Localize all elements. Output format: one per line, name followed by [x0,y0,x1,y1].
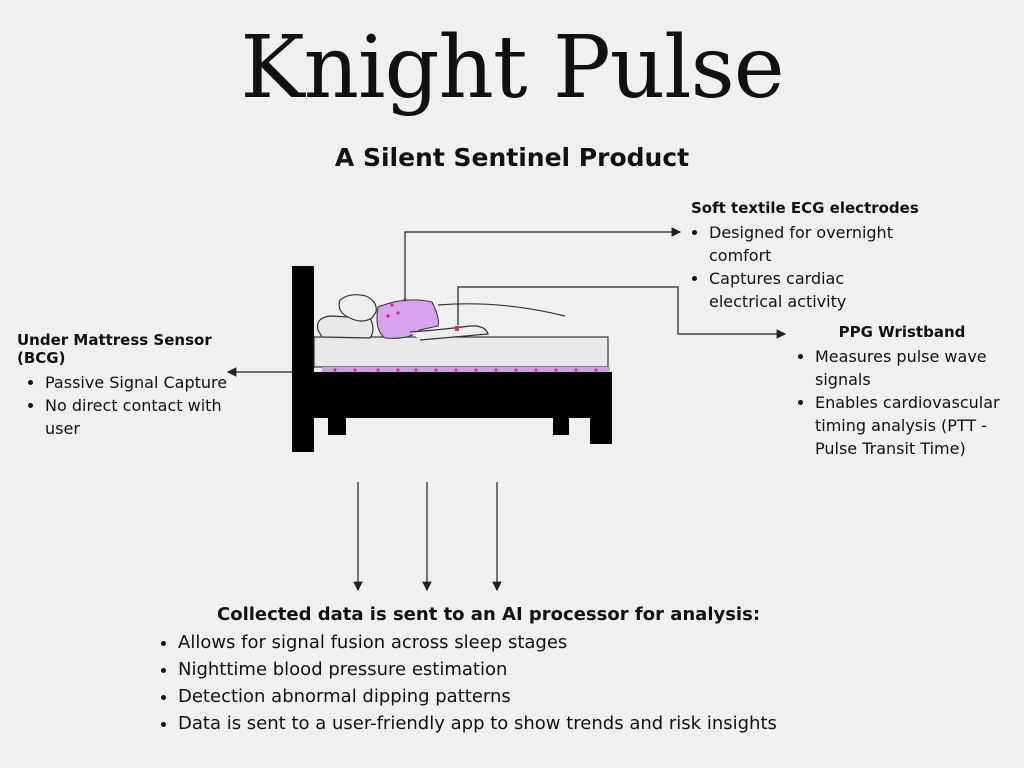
ai-bullet: Detection abnormal dipping patterns [178,683,860,710]
arm [409,325,489,341]
ecg-bullet: Designed for overnight comfort [709,221,921,267]
ppg-heading: PPG Wristband [838,323,966,341]
ai-heading: Collected data is sent to an AI processo… [217,604,761,625]
ai-analysis-section: Collected data is sent to an AI processo… [160,604,860,737]
bed-illustration [292,266,612,452]
ai-bullet: Data is sent to a user-friendly app to s… [178,710,860,737]
ppg-callout: PPG Wristband Measures pulse wave signal… [797,323,1007,460]
ai-bullet: Allows for signal fusion across sleep st… [178,629,860,656]
ppg-arrow [457,286,787,339]
ppg-bullet: Measures pulse wave signals [815,345,1007,391]
subtitle: A Silent Sentinel Product [334,143,690,172]
ecg-arrow [404,227,682,300]
bcg-bullet: No direct contact with user [45,394,252,440]
ai-bullet: Nighttime blood pressure estimation [178,656,860,683]
bcg-heading: Under Mattress Sensor (BCG) [17,331,212,367]
ppg-bullet: Enables cardiovascular timing analysis (… [815,391,1007,460]
ecg-bullet: Captures cardiac electrical activity [709,267,921,313]
page-title: Knight Pulse [240,18,784,118]
ecg-heading: Soft textile ECG electrodes [691,199,919,217]
bcg-bullet: Passive Signal Capture [45,371,252,394]
ppg-wristband [455,326,459,331]
head [338,294,377,322]
shirt-with-ecg-electrodes [376,299,439,339]
bcg-callout: Under Mattress Sensor (BCG) Passive Sign… [17,331,252,440]
ecg-callout: Soft textile ECG electrodes Designed for… [691,199,921,313]
under-mattress-sensor [322,367,610,372]
blanket-line [437,303,566,317]
